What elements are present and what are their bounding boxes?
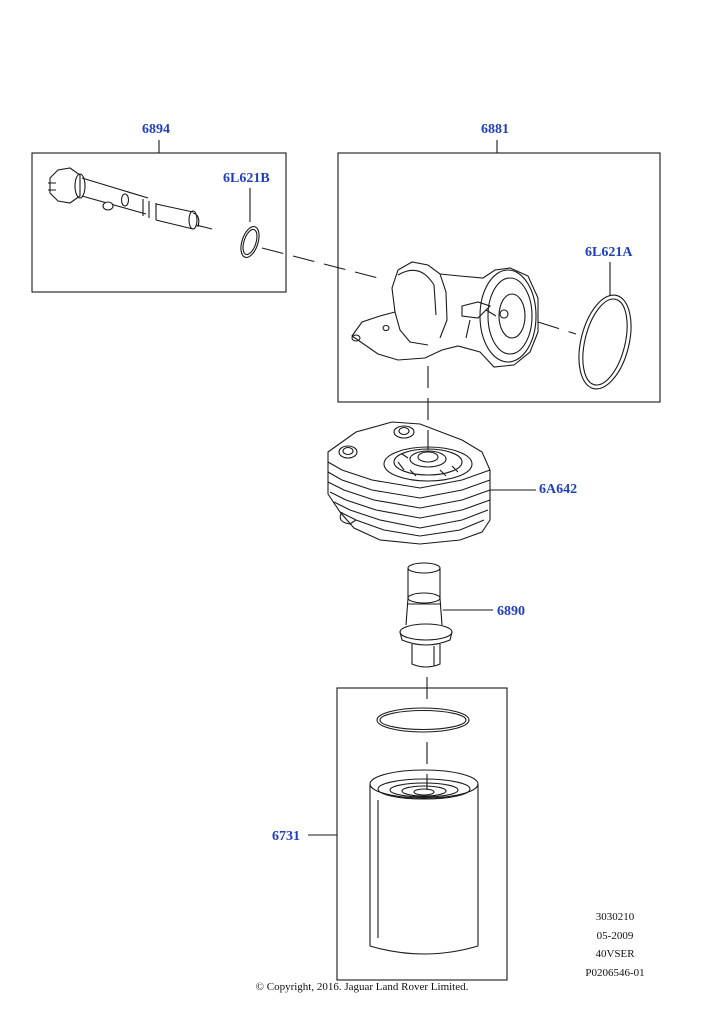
reference-code: 3030210 <box>595 911 635 923</box>
drawing-reference-block: 3030210 05-2009 40VSER P0206546-01 <box>583 908 647 982</box>
frame-6731 <box>336 687 508 981</box>
callout-6731: 6731 <box>272 829 300 844</box>
reference-illustration-id: P0206546-01 <box>585 966 645 979</box>
frame-6881 <box>337 152 661 403</box>
callout-6A642: 6A642 <box>539 482 578 497</box>
callout-6894: 6894 <box>142 122 170 137</box>
copyright-notice: © Copyright, 2016. Jaguar Land Rover Lim… <box>255 981 469 993</box>
reference-date: 05-2009 <box>596 929 634 942</box>
oil-filter-6731 <box>369 707 479 955</box>
callout-6L621A: 6L621A <box>585 245 633 260</box>
reference-model: 40VSER <box>595 948 635 960</box>
callout-6L621B: 6L621B <box>223 171 270 186</box>
oil-cooler-6A642 <box>327 421 491 545</box>
snap-ring-6L621B <box>240 226 260 258</box>
callout-6890: 6890 <box>497 604 525 619</box>
o-ring-6L621A <box>578 294 632 390</box>
leader-lines <box>158 140 611 836</box>
callout-6881: 6881 <box>481 122 509 137</box>
filter-adaptor-6881 <box>351 261 539 368</box>
connector-bolt-6890 <box>399 562 453 668</box>
alignment-lines <box>195 224 577 790</box>
oil-tube-6894 <box>48 167 200 230</box>
